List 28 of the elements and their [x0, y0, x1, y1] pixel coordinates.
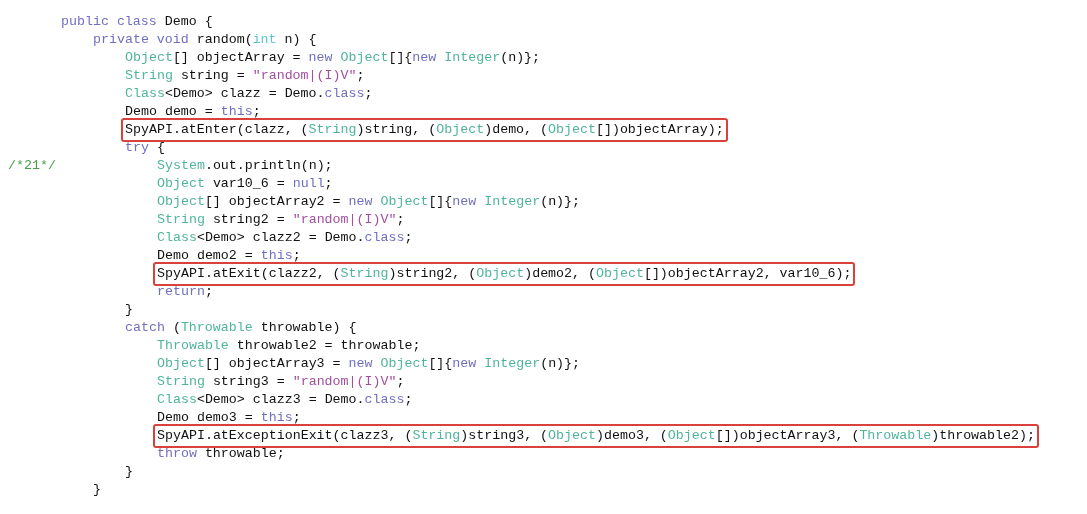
code-comment: /*21*/ — [8, 157, 56, 175]
code-line: } — [125, 301, 133, 319]
code-line: Throwable throwable2 = throwable; — [157, 337, 421, 355]
code-line: String string3 = "random|(I)V"; — [157, 373, 405, 391]
code-line: Object[] objectArray3 = new Object[]{new Integer(n)}; — [157, 355, 581, 373]
code-line: throw throwable; — [157, 445, 285, 463]
code-line: Object[] objectArray = new Object[]{new Integer(n)}; — [125, 49, 541, 67]
code-line: Demo demo2 = this; — [157, 247, 301, 265]
code-line: Class<Demo> clazz2 = Demo.class; — [157, 229, 413, 247]
code-line: String string2 = "random|(I)V"; — [157, 211, 405, 229]
code-line: try { — [125, 139, 165, 157]
code-line: Object var10_6 = null; — [157, 175, 333, 193]
code-line: catch (Throwable throwable) { — [125, 319, 357, 337]
code-line: Demo demo3 = this; — [157, 409, 301, 427]
highlight-box: SpyAPI.atExit(clazz2, (String)string2, (Object)demo2, (Object[])objectArray2, var10_6); — [153, 262, 856, 286]
code-line: private void random(int n) { — [93, 31, 317, 49]
code-line: public class Demo { — [61, 13, 213, 31]
code-line: Demo demo = this; — [125, 103, 261, 121]
code-line: Class<Demo> clazz3 = Demo.class; — [157, 391, 413, 409]
highlight-box: SpyAPI.atExceptionExit(clazz3, (String)string3, (Object)demo3, (Object[])objectArray3, (Throwable)throwable2); — [153, 424, 1039, 448]
code-line: } — [93, 481, 101, 499]
code-line: } — [125, 463, 133, 481]
code-line: return; — [157, 283, 213, 301]
code-line: String string = "random|(I)V"; — [125, 67, 365, 85]
highlight-box: SpyAPI.atEnter(clazz, (String)string, (Object)demo, (Object[])objectArray); — [121, 118, 728, 142]
code-line: Object[] objectArray2 = new Object[]{new Integer(n)}; — [157, 193, 581, 211]
code-line: System.out.println(n); — [157, 157, 333, 175]
code-line: Class<Demo> clazz = Demo.class; — [125, 85, 373, 103]
